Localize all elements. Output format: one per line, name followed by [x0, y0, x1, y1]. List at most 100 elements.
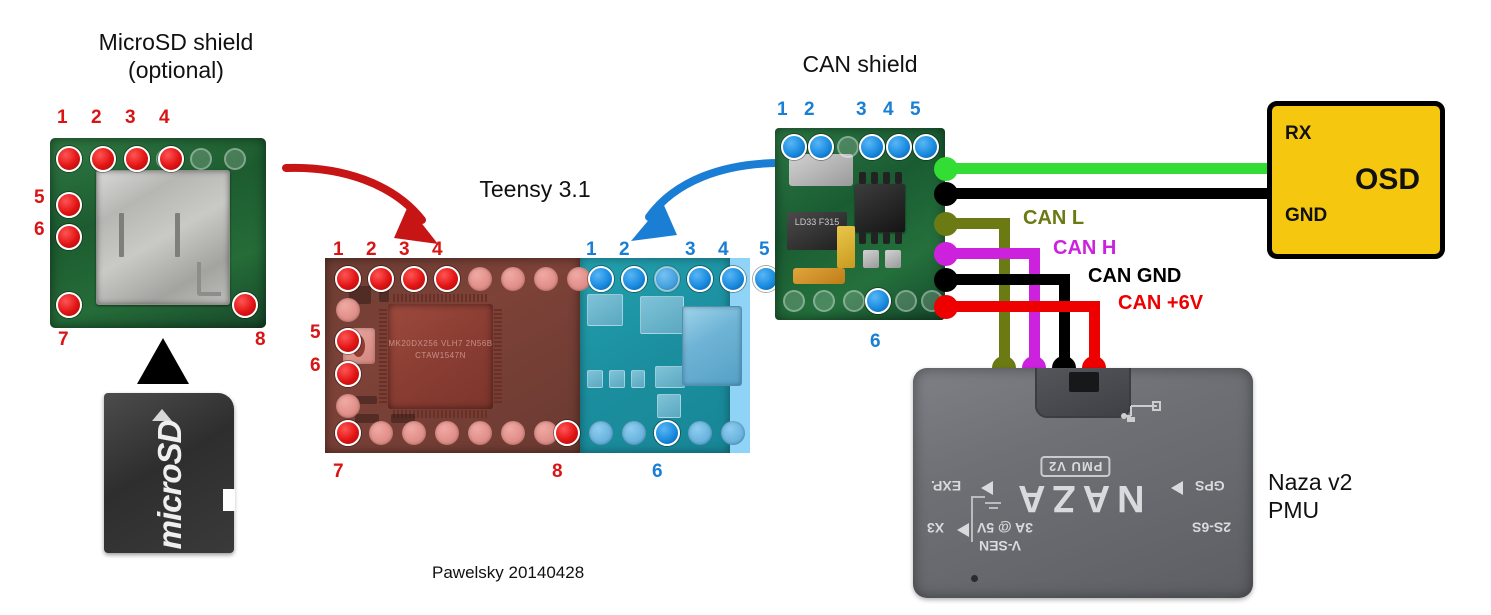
microsd-pin-label-4: 4 [159, 107, 170, 128]
can-transceiver-ic [855, 184, 905, 232]
microsd-pad-1 [56, 146, 82, 172]
microsd-pin-label-1: 1 [57, 107, 68, 128]
teensy-pad-r6 [335, 361, 361, 387]
can-pin-label-5: 5 [910, 99, 921, 120]
teensy-pad-r2 [368, 266, 394, 292]
naza-gps-arrow [1171, 481, 1183, 495]
teensy-title: Teensy 3.1 [479, 176, 591, 202]
naza-connector [1035, 368, 1131, 418]
credit-text: Pawelsky 20140428 [432, 563, 585, 582]
can-pad-4 [886, 134, 912, 160]
microsd-pcb [50, 138, 266, 328]
teensy-pad-r1 [335, 266, 361, 292]
microsd-pad-8 [232, 292, 258, 318]
wire-can-6v-vertical [1089, 301, 1100, 370]
wire-can-gnd-vertical [1059, 274, 1070, 370]
teensy-pin-label-b2: 2 [619, 239, 630, 260]
microsd-pin-label-3: 3 [125, 107, 136, 128]
microsd-pad-7 [56, 292, 82, 318]
teensy-pad-r4 [434, 266, 460, 292]
teensy-pad-r5 [335, 328, 361, 354]
teensy-pin-label-r4: 4 [432, 239, 443, 260]
can-shield-title: CAN shield [802, 51, 918, 77]
naza-indicator-dot [971, 575, 978, 582]
teensy-pin-label-r8: 8 [552, 461, 563, 482]
insert-direction-arrow [137, 338, 189, 384]
naza-exp-arrow [981, 481, 993, 495]
osd-title: OSD [1355, 163, 1421, 196]
wire-label-can-6v: CAN +6V [1118, 292, 1204, 314]
wire-black-gnd-osd [942, 188, 1304, 199]
microsd-shield-board [50, 138, 266, 328]
wire-can-l-horizontal [942, 218, 1010, 229]
wire-label-can-l: CAN L [1023, 207, 1085, 229]
can-pad-6 [865, 288, 891, 314]
can-pcb: LD33 F315 [775, 128, 945, 320]
microsd-pin-label-7: 7 [58, 329, 69, 350]
teensy-pad-b6 [654, 420, 680, 446]
can-pad-5 [913, 134, 939, 160]
teensy-pin-label-r6: 6 [310, 355, 321, 376]
naza-brand: NAZA [1011, 477, 1145, 519]
teensy-pin-label-r2: 2 [366, 239, 377, 260]
teensy-board: MK20DX256 VLH7 2N56B CTAW1547N [325, 258, 750, 453]
teensy-pad-b1 [588, 266, 614, 292]
naza-label-exp: EXP. [931, 478, 962, 494]
wire-label-can-gnd: CAN GND [1088, 265, 1182, 287]
microsd-card: microSD [104, 393, 235, 553]
teensy-usb-port [682, 306, 742, 386]
red-arrow [282, 163, 438, 244]
osd-module: RX GND OSD [1267, 101, 1445, 259]
naza-label-gps: GPS [1195, 478, 1225, 494]
microsd-pad-2 [90, 146, 116, 172]
teensy-pin-label-b5: 5 [759, 239, 770, 260]
naza-label-vsen: V-SEN [979, 538, 1022, 554]
naza-body: EXP. GPS PMU V2 NAZA X3 3A @ 5V V-SEN 2S… [913, 368, 1253, 598]
naza-label-vsen-rating: 3A @ 5V [977, 520, 1033, 536]
teensy-mcu: MK20DX256 VLH7 2N56B CTAW1547N [388, 304, 493, 409]
teensy-pin-label-b4: 4 [718, 239, 729, 260]
wire-can-gnd-horizontal [942, 274, 1070, 285]
microsd-pin-label-8: 8 [255, 329, 266, 350]
wire-can-h-endpoint-shield [934, 242, 958, 266]
blue-arrow [631, 159, 785, 241]
teensy-pad-r3 [401, 266, 427, 292]
can-pad-2 [808, 134, 834, 160]
microsd-card-logo: microSD [151, 420, 188, 550]
can-pad-1 [781, 134, 807, 160]
can-shield-board: LD33 F315 [775, 128, 945, 320]
naza-title: Naza v2 PMU [1268, 469, 1353, 524]
can-pin-label-3: 3 [856, 99, 867, 120]
teensy-pad-b4 [720, 266, 746, 292]
can-pad-3 [859, 134, 885, 160]
naza-label-cells: 2S-6S [1192, 519, 1231, 536]
teensy-pin-label-r3: 3 [399, 239, 410, 260]
wire-label-can-h: CAN H [1053, 237, 1117, 259]
wire-black-endpoint-shield [934, 182, 958, 206]
naza-x3-arrow [957, 523, 969, 537]
microsd-pad-5 [56, 192, 82, 218]
microsd-pin-label-5: 5 [34, 187, 45, 208]
teensy-pin-label-r1: 1 [333, 239, 344, 260]
wire-green-endpoint-shield [934, 157, 958, 181]
osd-pin-gnd: GND [1285, 205, 1328, 226]
osd-box: RX GND OSD [1267, 101, 1445, 259]
teensy-pad-b3 [687, 266, 713, 292]
naza-label-x3: X3 [927, 520, 945, 536]
teensy-pin-label-r7: 7 [333, 461, 344, 482]
microsd-pad-3 [124, 146, 150, 172]
microsd-socket [96, 170, 230, 305]
naza-model-badge: PMU V2 [1040, 456, 1111, 477]
can-pin-label-2: 2 [804, 99, 815, 120]
microsd-pin-label-6: 6 [34, 219, 45, 240]
naza-pmu-device: EXP. GPS PMU V2 NAZA X3 3A @ 5V V-SEN 2S… [913, 368, 1253, 598]
microsd-pad-6 [56, 224, 82, 250]
wire-can-6v-endpoint-shield [934, 295, 958, 319]
microsd-pin-label-2: 2 [91, 107, 102, 128]
teensy-pad-r8 [554, 420, 580, 446]
wire-can-l-endpoint-shield [934, 212, 958, 236]
teensy-pin-label-r5: 5 [310, 322, 321, 343]
wire-can-l-vertical [999, 218, 1010, 370]
teensy-pin-label-b3: 3 [685, 239, 696, 260]
can-pin-label-1: 1 [777, 99, 788, 120]
